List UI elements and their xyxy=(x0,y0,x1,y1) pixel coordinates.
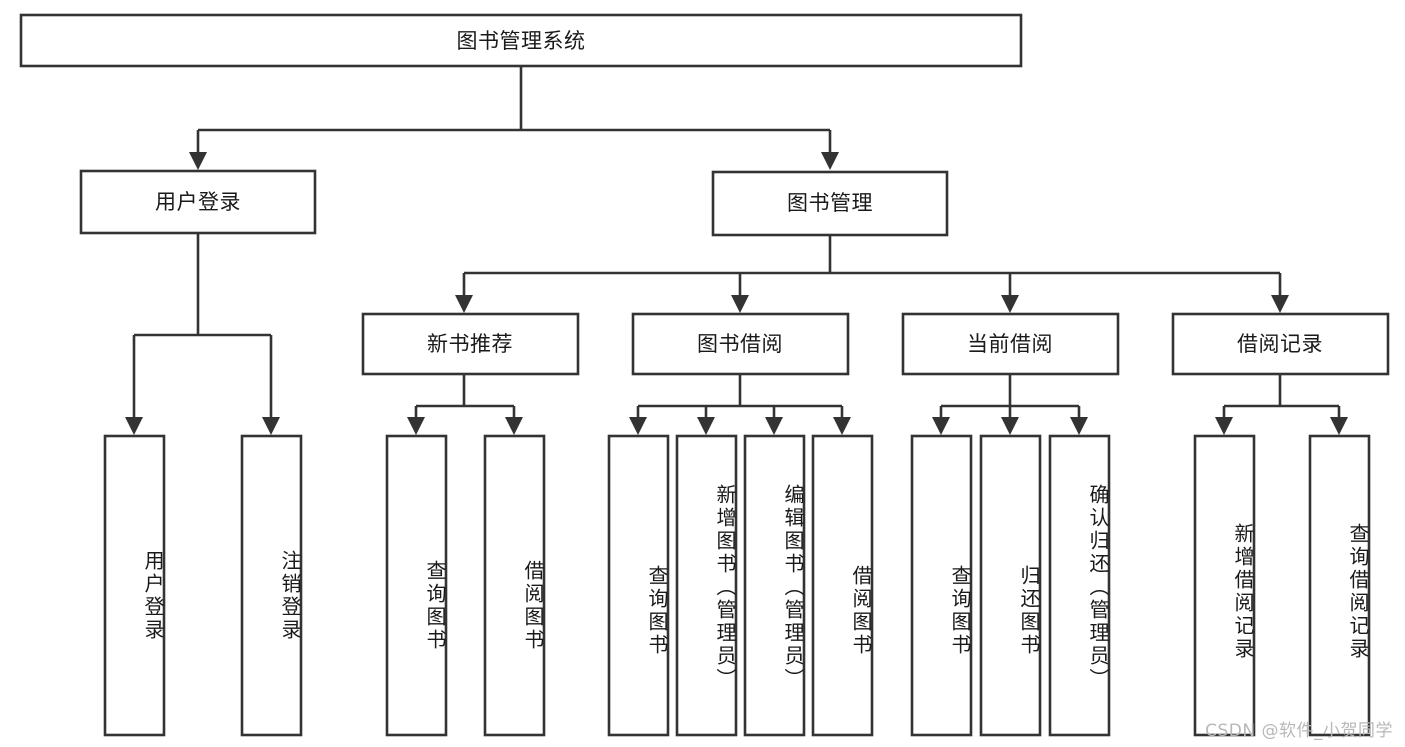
arrow-head-borrow-record xyxy=(1271,295,1289,313)
arrow-head-leaf-add-record xyxy=(1215,417,1233,435)
arrow-head-leaf-borrow-book-2 xyxy=(833,417,851,435)
arrow-head-current-borrow xyxy=(1001,295,1019,313)
arrow-head-leaf-return-book xyxy=(1001,417,1019,435)
node-book-borrow-box[interactable] xyxy=(631,312,850,376)
csdn-watermark: CSDN @软件_小贺同学 xyxy=(1205,721,1393,741)
arrow-head-leaf-query-book-1 xyxy=(407,417,425,435)
node-book-borrow[interactable]: 图书借阅 xyxy=(631,312,850,376)
node-current-borrow-box[interactable] xyxy=(901,312,1120,376)
leaf-box-add-record[interactable] xyxy=(1193,434,1256,737)
node-new-book-rec-box[interactable] xyxy=(361,312,580,376)
arrow-head-leaf-logout xyxy=(262,417,280,435)
node-borrow-record-label: 借阅记录 xyxy=(1237,332,1323,356)
leaf-box-borrow-book-2[interactable] xyxy=(811,434,874,737)
leaf-box-query-record[interactable] xyxy=(1308,434,1371,737)
connector-layer xyxy=(125,66,1348,435)
node-new-book-rec-label: 新书推荐 xyxy=(427,332,513,356)
node-root-box[interactable] xyxy=(19,13,1023,68)
arrow-head-leaf-query-book-3 xyxy=(932,417,950,435)
arrow-head-book-borrow xyxy=(731,295,749,313)
node-borrow-record-box[interactable] xyxy=(1171,312,1390,376)
leaf-box-user-login[interactable] xyxy=(103,434,166,737)
arrow-head-leaf-query-book-2 xyxy=(629,417,647,435)
arrow-head-leaf-user-login xyxy=(125,417,143,435)
leaf-box-query-book-2[interactable] xyxy=(607,434,670,737)
leaf-box-return-book[interactable] xyxy=(979,434,1042,737)
arrow-head-leaf-query-record xyxy=(1330,417,1348,435)
leaf-box-confirm-return[interactable] xyxy=(1048,434,1111,737)
leaf-box-borrow-book-1[interactable] xyxy=(483,434,546,737)
arrow-head-leaf-borrow-book-1 xyxy=(505,417,523,435)
node-user-login[interactable]: 用户登录 xyxy=(79,169,317,235)
node-current-borrow[interactable]: 当前借阅 xyxy=(901,312,1120,376)
node-new-book-rec[interactable]: 新书推荐 xyxy=(361,312,580,376)
node-current-borrow-label: 当前借阅 xyxy=(967,332,1053,356)
leaf-box-logout[interactable] xyxy=(240,434,303,737)
arrow-head-book-manage xyxy=(821,152,839,170)
leaf-box-query-book-3[interactable] xyxy=(910,434,973,737)
leaf-box-query-book-1[interactable] xyxy=(385,434,448,737)
node-book-borrow-label: 图书借阅 xyxy=(697,332,783,356)
node-user-login-box[interactable] xyxy=(79,169,317,235)
node-book-manage[interactable]: 图书管理 xyxy=(711,170,949,237)
leaf-box-edit-book[interactable] xyxy=(743,434,806,737)
leaf-box-add-book[interactable] xyxy=(675,434,738,737)
arrow-head-user-login xyxy=(189,152,207,170)
node-root[interactable]: 图书管理系统 xyxy=(19,13,1023,68)
node-book-manage-label: 图书管理 xyxy=(787,191,873,215)
node-root-label: 图书管理系统 xyxy=(457,29,586,53)
arrow-head-leaf-confirm-return xyxy=(1070,417,1088,435)
node-borrow-record[interactable]: 借阅记录 xyxy=(1171,312,1390,376)
node-user-login-label: 用户登录 xyxy=(155,190,241,214)
arrow-head-leaf-edit-book xyxy=(765,417,783,435)
arrow-head-leaf-add-book xyxy=(697,417,715,435)
arrow-head-new-book-rec xyxy=(455,295,473,313)
node-book-manage-box[interactable] xyxy=(711,170,949,237)
